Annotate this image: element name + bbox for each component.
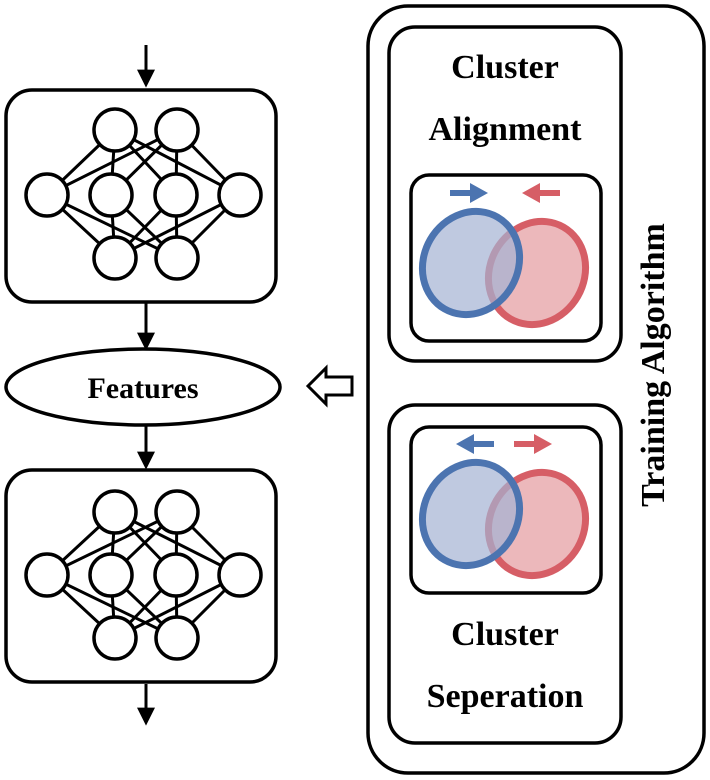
arrow-right-icon — [450, 183, 488, 203]
network-node — [154, 107, 200, 153]
network-node — [217, 552, 263, 598]
encoder-network-box — [4, 88, 278, 304]
features-label: Features — [87, 372, 198, 405]
network-node — [154, 489, 200, 535]
blue-cluster — [418, 458, 524, 570]
network-node — [92, 107, 138, 153]
arrow-right-icon — [514, 434, 552, 454]
decoder-network-box — [4, 468, 278, 684]
network-node — [88, 172, 134, 218]
network-node — [24, 172, 70, 218]
neural-network-icon — [24, 489, 263, 661]
network-node — [92, 235, 138, 281]
features-node — [4, 347, 282, 427]
cluster-alignment-title-line1: Cluster — [451, 49, 559, 86]
network-node — [153, 172, 199, 218]
cluster-separation-title-line2: Seperation — [427, 678, 584, 715]
network-edge — [114, 193, 241, 260]
network-edge — [46, 128, 178, 197]
diverging-clusters-icon — [418, 434, 590, 580]
cluster-alignment-title-line2: Alignment — [429, 111, 583, 148]
blue-cluster — [418, 207, 524, 319]
network-node — [154, 615, 200, 661]
network-edge — [46, 510, 178, 577]
network-node — [154, 235, 200, 281]
neural-network-icon — [24, 107, 263, 281]
training-algorithm-label: Training Algorithm — [635, 223, 672, 507]
arrow-left-icon — [456, 434, 494, 454]
network-node — [24, 552, 70, 598]
network-node — [92, 489, 138, 535]
network-node — [153, 552, 199, 598]
network-node — [88, 552, 134, 598]
network-edge — [114, 573, 241, 640]
network-node — [92, 615, 138, 661]
network-node — [217, 172, 263, 218]
arrow-left-icon — [522, 183, 560, 203]
cluster-separation-title-line1: Cluster — [451, 616, 559, 653]
hollow-arrow-left-icon — [305, 364, 354, 408]
converging-clusters-icon — [418, 183, 590, 329]
